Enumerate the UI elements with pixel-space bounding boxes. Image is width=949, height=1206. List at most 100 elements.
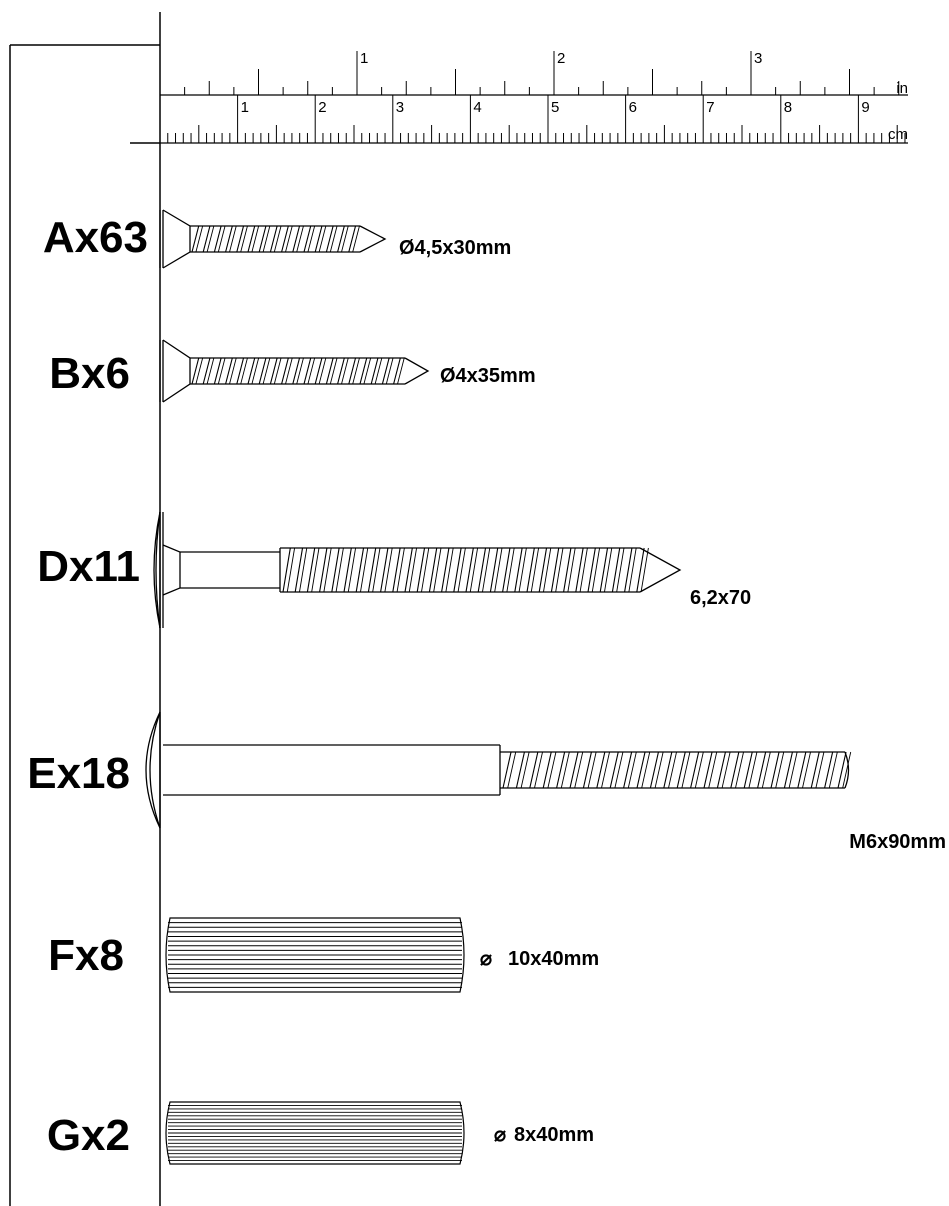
thread-stroke — [560, 751, 570, 789]
thread-stroke — [306, 547, 316, 593]
thread-stroke — [262, 225, 271, 253]
thread-stroke — [567, 547, 576, 593]
thread-stroke — [314, 225, 323, 253]
cm-tick-label: 5 — [551, 99, 559, 116]
thread-stroke — [668, 751, 677, 789]
thread-stroke — [457, 547, 466, 593]
cm-tick-label: 1 — [241, 99, 249, 116]
thread-stroke — [465, 547, 474, 593]
thread-stroke — [269, 225, 278, 253]
thread-stroke — [348, 357, 357, 385]
dowel-f-drawing — [165, 917, 465, 993]
part-g-label: Gx2 — [47, 1111, 130, 1160]
thread-stroke — [285, 357, 293, 385]
thread-stroke — [374, 357, 383, 385]
thread-stroke — [273, 225, 282, 253]
thread-stroke — [318, 225, 327, 253]
thread-stroke — [404, 547, 413, 593]
thread-stroke — [229, 225, 237, 253]
thread-stroke — [489, 547, 499, 593]
thread-stroke — [721, 751, 731, 789]
thread-stroke — [599, 547, 609, 593]
thread-stroke — [797, 751, 807, 789]
thread-stroke — [307, 225, 316, 253]
thread-stroke — [202, 357, 211, 385]
thread-stroke — [372, 547, 381, 593]
thread-stroke — [609, 751, 619, 789]
part-e-label: Ex18 — [27, 749, 130, 798]
part-g-diameter-symbol: ⌀ — [494, 1124, 506, 1146]
thread-stroke — [381, 357, 390, 385]
thread-stroke — [385, 357, 394, 385]
frame — [9, 12, 161, 1206]
thread-stroke — [591, 547, 601, 593]
dowel-g-drawing — [165, 1101, 465, 1165]
thread-stroke — [596, 751, 606, 789]
part-d: Dx11 6,2x70 — [37, 511, 751, 629]
thread-stroke — [347, 547, 357, 593]
wood-screw-b-drawing — [159, 339, 430, 403]
thread-stroke — [690, 751, 700, 789]
thread-stroke — [396, 547, 405, 593]
thread-stroke — [518, 547, 527, 593]
thread-stroke — [240, 225, 248, 253]
cm-tick-label: 3 — [396, 99, 404, 116]
thread-stroke — [636, 547, 645, 593]
thread-stroke — [477, 547, 487, 593]
thread-stroke — [538, 547, 548, 593]
thread-stroke — [380, 547, 389, 593]
thread-stroke — [640, 547, 649, 593]
thread-stroke — [810, 751, 820, 789]
thread-stroke — [236, 357, 245, 385]
thread-stroke — [775, 751, 785, 789]
cm-tick-label: 6 — [629, 99, 637, 116]
cm-tick-label: 9 — [861, 99, 869, 116]
thread-stroke — [251, 225, 260, 253]
thread-stroke — [325, 225, 334, 253]
thread-stroke — [360, 547, 369, 593]
thread-stroke — [341, 225, 349, 253]
thread-stroke — [337, 357, 345, 385]
part-a-label: Ax63 — [43, 213, 148, 262]
thread-stroke — [384, 547, 393, 593]
thread-stroke — [416, 547, 426, 593]
thread-stroke — [331, 547, 340, 593]
thread-stroke — [299, 547, 308, 593]
thread-stroke — [579, 547, 588, 593]
thread-stroke — [370, 357, 379, 385]
thread-stroke — [258, 225, 267, 253]
thread-stroke — [311, 547, 320, 593]
thread-stroke — [433, 547, 442, 593]
thread-stroke — [730, 751, 740, 789]
thread-stroke — [281, 225, 289, 253]
thread-stroke — [547, 751, 557, 789]
thread-stroke — [325, 357, 334, 385]
part-a-dimension: Ø4,5x30mm — [399, 237, 511, 259]
cm-unit-label: cm — [888, 126, 908, 143]
thread-stroke — [202, 225, 211, 253]
thread-stroke — [529, 751, 539, 789]
thread-stroke — [748, 751, 758, 789]
thread-stroke — [397, 357, 405, 385]
thread-stroke — [788, 751, 798, 789]
inch-tick-label: 2 — [557, 50, 565, 67]
thread-stroke — [469, 547, 479, 593]
thread-stroke — [296, 225, 304, 253]
thread-stroke — [314, 357, 323, 385]
thread-stroke — [703, 751, 713, 789]
inch-tick-label: 1 — [360, 50, 368, 67]
thread-stroke — [587, 751, 597, 789]
thread-stroke — [258, 357, 267, 385]
thread-stroke — [563, 547, 572, 593]
thread-stroke — [206, 225, 215, 253]
thread-stroke — [716, 751, 726, 789]
thread-stroke — [506, 547, 515, 593]
part-f: Fx8 ⌀ 10x40mm — [48, 917, 599, 993]
thread-stroke — [550, 547, 560, 593]
part-f-dimension: 10x40mm — [508, 948, 599, 970]
part-g-dimension: 8x40mm — [514, 1124, 594, 1146]
thread-stroke — [624, 547, 633, 593]
